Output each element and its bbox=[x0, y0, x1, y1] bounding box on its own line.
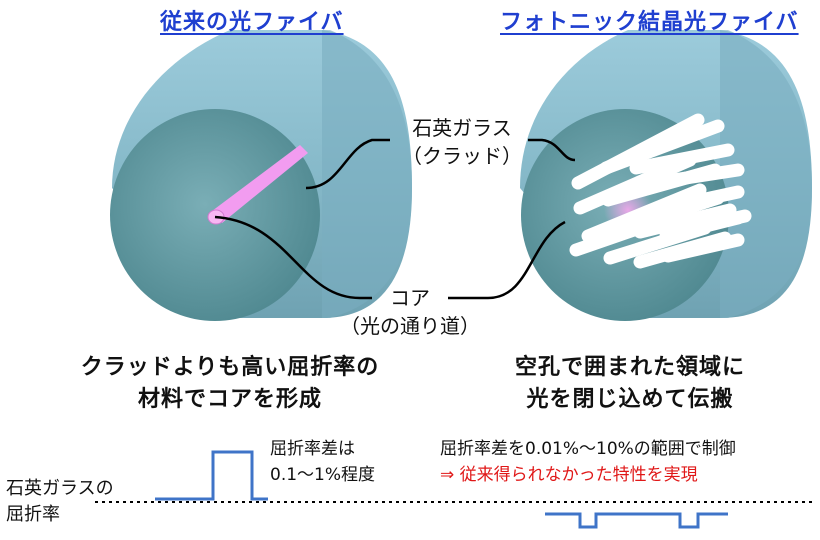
axis-label-line1: 石英ガラスの bbox=[6, 478, 114, 499]
conventional-fiber-title: 従来の光ファイバ bbox=[160, 10, 344, 35]
conventional-desc-line1: クラッドよりも高い屈折率の bbox=[80, 355, 380, 380]
conventional-index-profile bbox=[155, 450, 268, 501]
conventional-fiber bbox=[110, 30, 412, 321]
pcf-title: フォトニック結晶光ファイバ bbox=[500, 10, 799, 35]
pcf-index-profile bbox=[545, 512, 728, 529]
right-index-note: 屈折率差を0.01%〜10%の範囲で制御 ⇒ 従来得られなかった特性を実現 bbox=[440, 436, 736, 488]
cladding-label: 石英ガラス （クラッド） bbox=[392, 114, 532, 170]
core-label-line2: （光の通り道） bbox=[340, 314, 480, 338]
axis-label-line2: 屈折率 bbox=[6, 504, 60, 525]
pcf-desc-line1: 空孔で囲まれた領域に bbox=[514, 355, 745, 380]
left-index-note: 屈折率差は 0.1〜1%程度 bbox=[270, 436, 375, 488]
cladding-label-line1: 石英ガラス bbox=[412, 116, 512, 140]
air-holes bbox=[569, 113, 752, 269]
right-note-line1: 屈折率差を0.01%〜10%の範囲で制御 bbox=[440, 439, 736, 459]
pcf-desc-line2: 光を閉じ込めて伝搬 bbox=[526, 387, 734, 412]
core-label-line1: コア bbox=[390, 286, 430, 310]
cladding-label-line2: （クラッド） bbox=[402, 144, 522, 168]
pcf-description: 空孔で囲まれた領域に 光を閉じ込めて伝搬 bbox=[470, 352, 790, 416]
left-note-line1: 屈折率差は bbox=[270, 439, 355, 459]
photonic-crystal-fiber bbox=[520, 30, 812, 321]
core-light-path bbox=[212, 145, 308, 223]
right-note-line2: ⇒ 従来得られなかった特性を実現 bbox=[440, 465, 698, 485]
conventional-description: クラッドよりも高い屈折率の 材料でコアを形成 bbox=[60, 352, 400, 416]
index-axis-label: 石英ガラスの 屈折率 bbox=[6, 476, 114, 528]
left-note-line2: 0.1〜1%程度 bbox=[270, 465, 376, 485]
leader-lines bbox=[214, 138, 576, 300]
conventional-desc-line2: 材料でコアを形成 bbox=[137, 387, 322, 412]
core-label: コア （光の通り道） bbox=[340, 284, 480, 340]
